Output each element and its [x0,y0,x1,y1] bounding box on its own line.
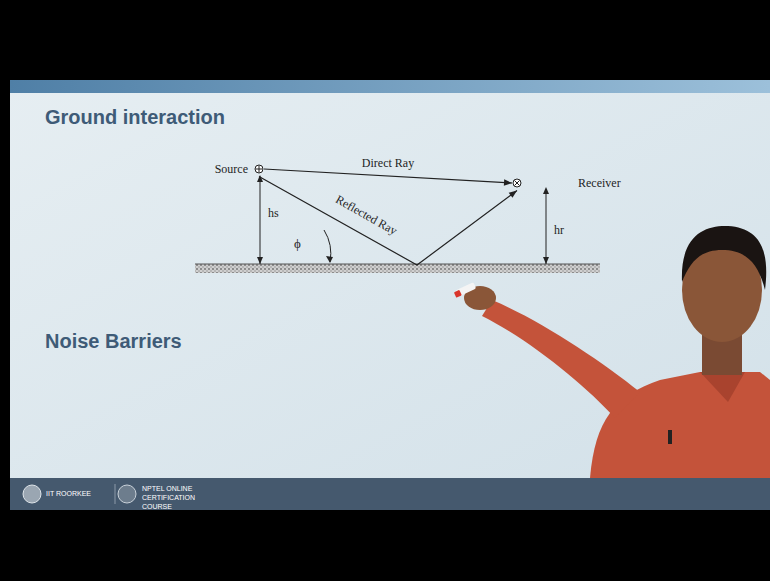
arrow-head [257,257,263,264]
institute-name: IIT ROORKEE [46,490,91,497]
receiver-symbol [512,178,522,188]
footer-bar [10,478,770,510]
footer-divider [115,484,116,504]
symbol-mark [515,181,520,186]
slide-title: Ground interaction [45,106,225,129]
ray-line [259,177,517,266]
ray-label: Direct Ray [362,156,414,171]
height-label: hs [268,206,279,221]
symbol-ring [255,165,263,173]
marker-cap [454,290,462,298]
symbol-mark [515,181,520,186]
section-heading: Noise Barriers [45,330,182,353]
direct-ray [264,169,512,186]
receiver-node: Receiver [512,176,621,191]
height-label: hr [554,223,564,238]
course-logo [118,485,136,503]
arrow-head [326,256,333,263]
ray-line [264,169,512,183]
symbol-ring [513,179,521,187]
ground-line [195,264,600,265]
angle-label: ϕ [294,236,301,252]
course-name: NPTEL ONLINE CERTIFICATION COURSE [142,485,222,511]
arrow-head [504,179,512,185]
lecturer-hair [682,226,766,290]
arrow-head [543,257,549,264]
node-label: Receiver [578,176,621,191]
symbol-mark [256,169,263,170]
arrow-head [509,191,517,198]
reflected-ray [259,177,517,266]
arrow-head [543,187,549,194]
lecturer-arm [482,300,640,418]
node-label: Source [215,162,248,177]
receiver-height-line [546,190,547,264]
source-node: Source [215,162,264,177]
source-symbol [254,164,264,174]
institute-logo [23,485,41,503]
shirt-collar [700,372,745,402]
lapel-microphone [668,430,672,444]
ground-surface [195,264,600,273]
source-height-line [260,178,261,264]
header-stripe [10,80,770,93]
slide-panel [10,80,770,478]
